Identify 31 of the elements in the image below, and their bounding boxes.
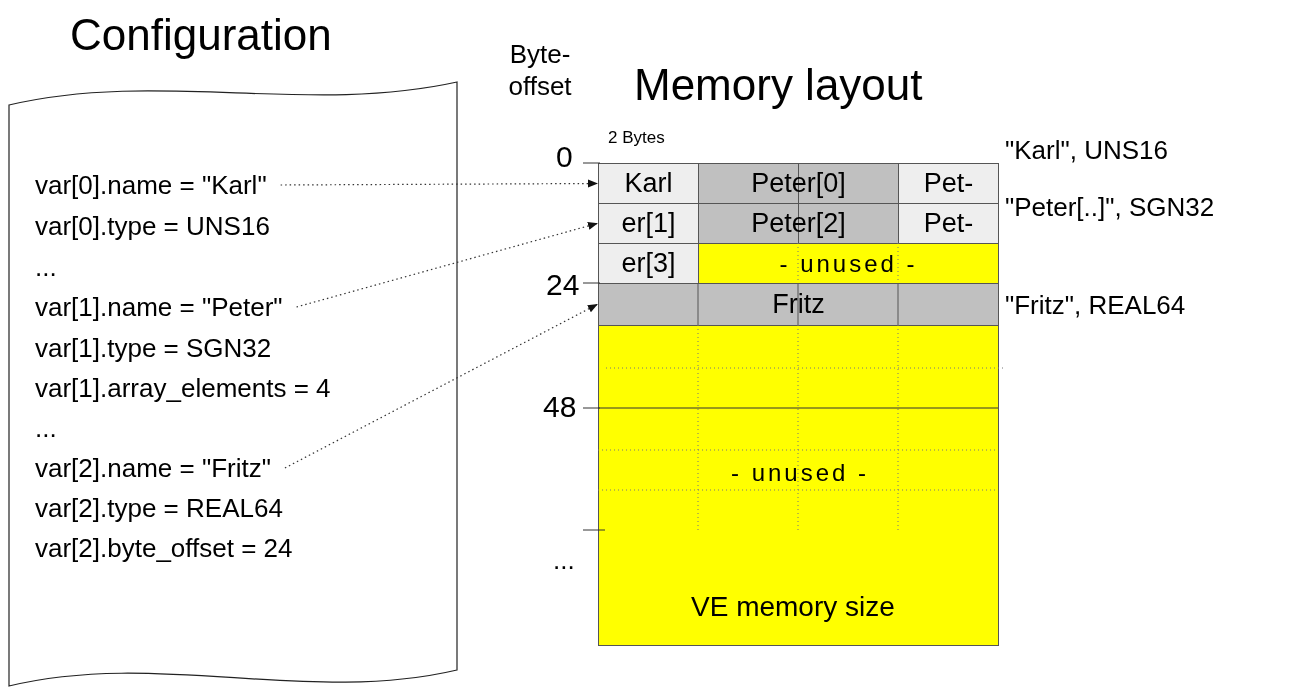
variable-annotation: "Peter[..]", SGN32 (1005, 192, 1215, 223)
heading: Memory layout (634, 60, 923, 110)
config-line: var[1].name = "Peter" (35, 292, 283, 322)
offset-number: 48 (543, 390, 577, 424)
config-line: var[2].type = REAL64 (35, 493, 283, 523)
config-line: var[2].byte_offset = 24 (35, 533, 293, 563)
memory-cell: Fritz (598, 283, 999, 326)
memory-cell: er[3] (598, 243, 699, 284)
dotted-arrow (295, 222, 598, 308)
dotted-arrow (284, 303, 598, 469)
heading: Configuration (70, 10, 332, 60)
config-line: ... (35, 413, 57, 443)
offset-number: 24 (546, 268, 580, 302)
config-line: var[2].name = "Fritz" (35, 453, 271, 483)
config-line: var[0].name = "Karl" (35, 170, 267, 200)
variable-annotation: "Karl", UNS16 (1005, 135, 1168, 166)
offset-number: ... (553, 545, 575, 576)
memory-cell: Pet- (898, 163, 999, 204)
config-line: ... (35, 252, 57, 282)
dotted-arrow (280, 179, 598, 188)
memory-cell: er[1] (598, 203, 699, 244)
column-width-label: 2 Bytes (608, 128, 665, 148)
axis-title: Byte- offset (507, 38, 573, 102)
memory-cell: Pet- (898, 203, 999, 244)
memory-cell: Karl (598, 163, 699, 204)
offset-number: 0 (556, 140, 573, 174)
config-line: var[0].type = UNS16 (35, 211, 270, 241)
memory-cell: - unused - (698, 243, 999, 284)
config-line: var[1].type = SGN32 (35, 333, 272, 363)
config-line: var[1].array_elements = 4 (35, 373, 331, 403)
variable-annotation: "Fritz", REAL64 (1005, 290, 1186, 321)
